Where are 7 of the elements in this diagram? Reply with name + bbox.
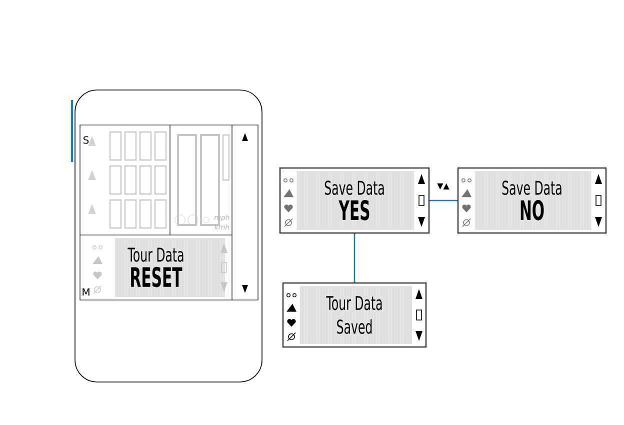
- lcd-screen: Tour Data Saved: [282, 282, 426, 348]
- lcd-screen: Save Data NO: [458, 168, 606, 234]
- lcd-screen: Tour Data RESET: [115, 238, 226, 298]
- button-label: M: [82, 288, 90, 296]
- button-label: S: [84, 136, 89, 144]
- edge-label: ▼▲: [437, 183, 450, 190]
- lcd-screen: Save Data YES: [280, 168, 430, 234]
